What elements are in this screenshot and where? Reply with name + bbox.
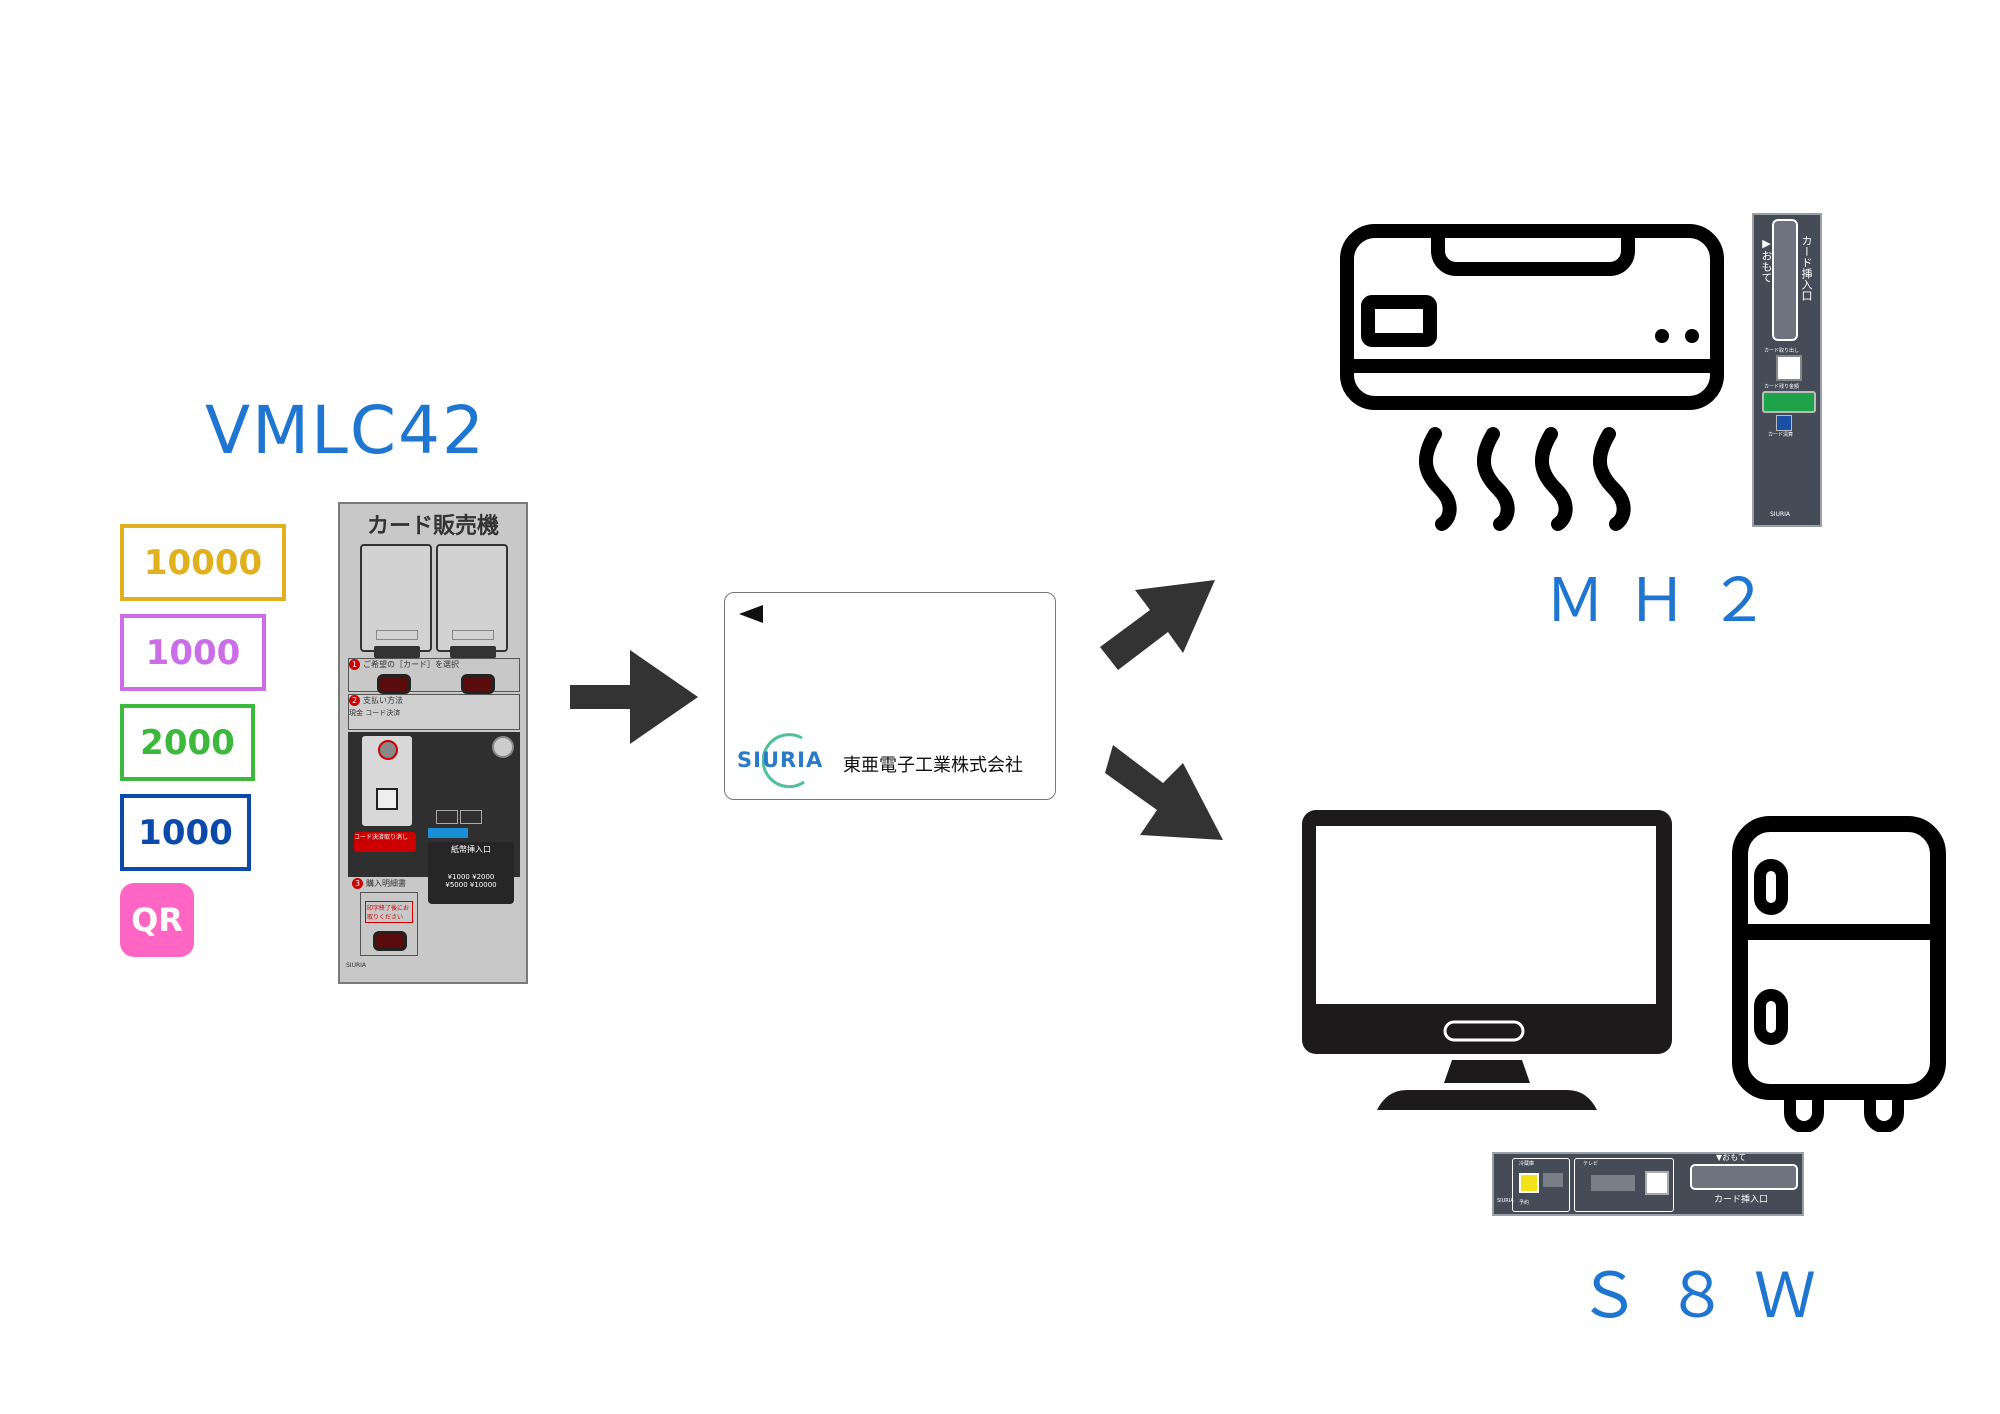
mh2-balance-display [1762,391,1816,413]
vending-machine-model-title: VMLC42 [205,392,486,469]
card-company-name: 東亜電子工業株式会社 [843,755,1023,776]
arrow-right-icon [570,650,698,744]
s8w-insert-label: カード挿入口 [1714,1195,1769,1205]
code-pay-button[interactable] [378,740,398,760]
denomination-10000: 10000 [120,524,286,601]
denomination-1000-blue: 1000 [120,794,251,871]
refrigerator-icon [1732,816,1946,1132]
code-cancel-button[interactable]: コード決済取り消し [354,832,416,852]
step2-label: 支払い方法 [363,696,403,705]
brand-logo: SIURIA [346,962,367,969]
mh2-control-panel: カード挿入口 ▶おもて カード取り出し カード残り金額 カード清算 SIURIA [1752,213,1822,527]
status-cash-indicator [460,810,482,824]
s8w-card-slot[interactable] [1690,1164,1798,1190]
mh2-settle-button[interactable] [1776,415,1792,431]
bill-insertion-slot[interactable]: 紙幣挿入口 ¥1000 ¥2000¥5000 ¥10000 [428,842,514,904]
prepaid-card: SIURIA 東亜電子工業株式会社 [724,592,1056,800]
payment-cash: 現金 [349,709,363,717]
amount-display [428,828,468,838]
card-logo: SIURIA [737,748,824,772]
mh2-brand: SIURIA [1770,511,1791,518]
card-select-button-left[interactable] [377,674,411,694]
card-dispenser-left [360,544,432,658]
step1-label: ご希望の［カード］を選択 [363,660,459,669]
payment-panel: コード決済取り消し [348,732,520,877]
qr-payment-badge: QR [120,883,194,957]
s8w-reserve-button[interactable] [1519,1173,1539,1193]
mh2-insert-label: カード挿入口 [1800,235,1813,301]
insert-direction-icon [739,605,763,623]
vending-machine-header: カード販売機 [366,514,499,539]
siuria-ring-icon [762,733,805,789]
s8w-face-label: ▼おもて [1716,1153,1746,1162]
s8w-fridge-time-display [1543,1173,1563,1187]
s8w-brand: SIURIA [1497,1198,1514,1204]
status-code-indicator [436,810,458,824]
s8w-tv-time-display [1591,1175,1635,1191]
s8w-tv-section: テレビ [1574,1158,1674,1212]
mh2-face-label: ▶おもて [1760,237,1773,283]
mh2-model-title: ＭＨ２ [1545,566,1791,636]
payment-code: コード決済 [365,709,401,717]
code-reader-area [362,736,412,826]
tv-monitor-icon [1302,810,1672,1110]
s8w-eject-button[interactable] [1645,1171,1669,1195]
code-scanner-window [376,788,398,810]
denomination-2000: 2000 [120,704,255,781]
s8w-model-title: Ｓ８Ｗ [1578,1259,1843,1332]
s8w-fridge-section: 冷蔵庫 予約 [1512,1158,1570,1212]
arrow-down-right-icon [1105,745,1223,840]
receipt-button[interactable] [373,931,407,951]
arrow-up-right-icon [1100,580,1215,670]
receipt-outlet: 印字終了後にお取りください [360,892,418,956]
s8w-control-panel: 冷蔵庫 予約 テレビ ▼おもて カード挿入口 SIURIA [1492,1152,1804,1216]
air-conditioner-icon [1340,224,1724,531]
denomination-1000-purple: 1000 [120,614,266,691]
mh2-eject-button[interactable] [1776,355,1802,381]
power-key-icon [492,736,514,758]
card-dispenser-right [436,544,508,658]
mh2-card-slot[interactable] [1772,219,1798,341]
card-select-button-right[interactable] [461,674,495,694]
